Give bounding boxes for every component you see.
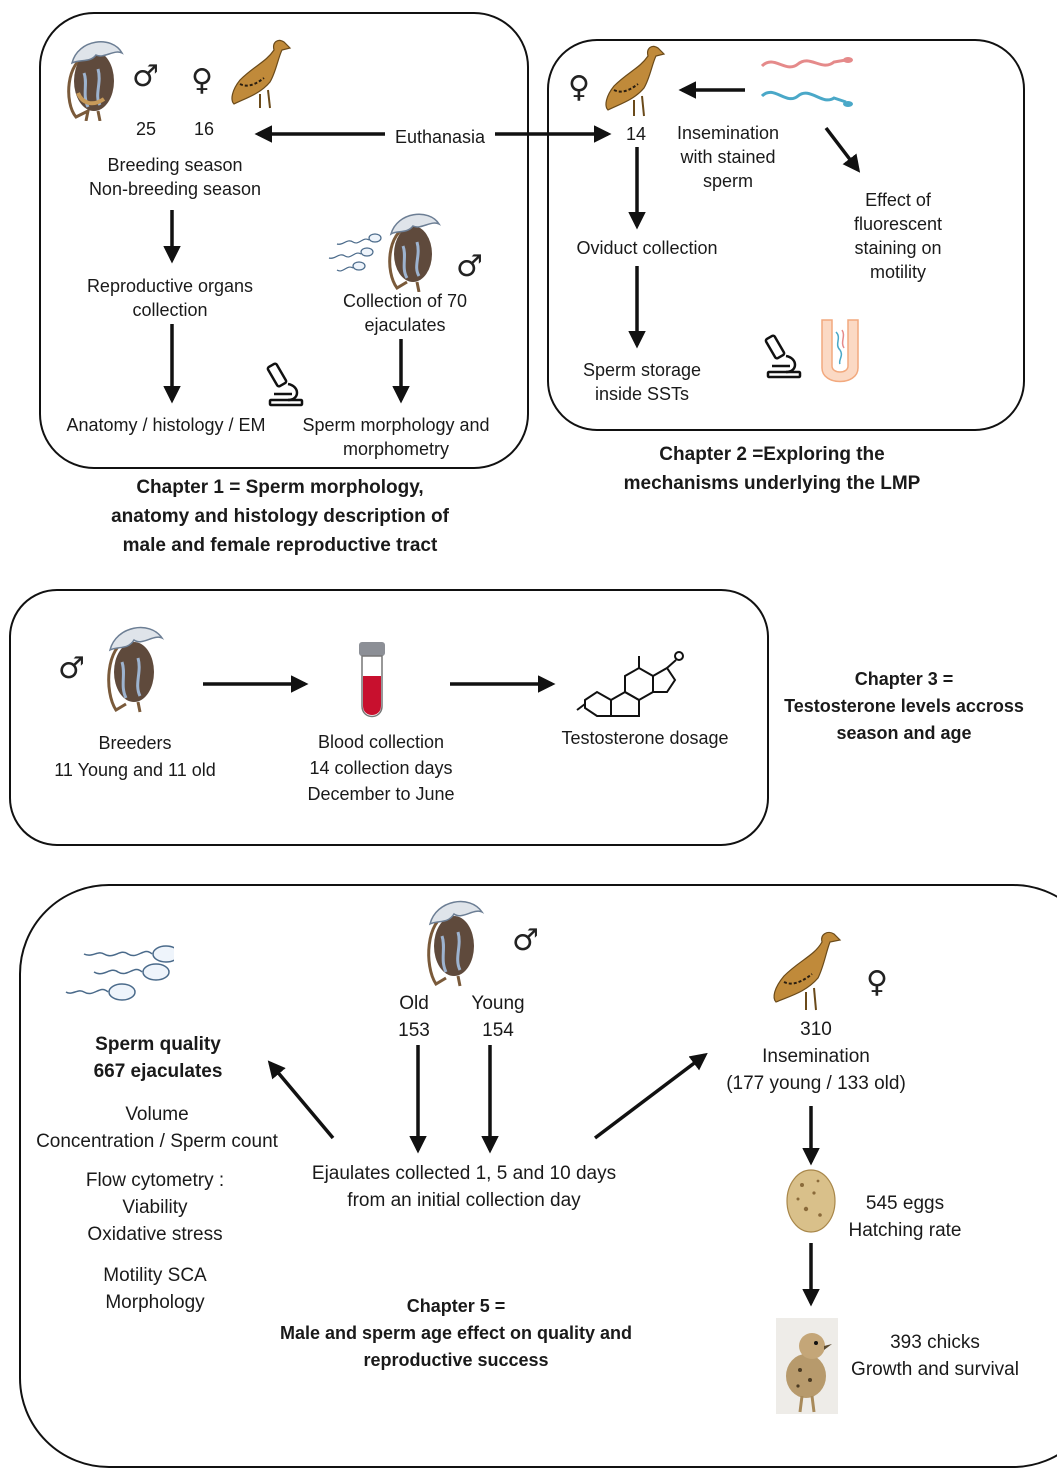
blood-line3: December to June xyxy=(307,784,455,804)
old-count: 153 xyxy=(398,1020,430,1041)
chick-icon xyxy=(776,1318,838,1414)
male-symbol: ♂ xyxy=(132,59,159,94)
chapter5-title-line3: reproductive success xyxy=(363,1350,549,1370)
effect-line4: motility xyxy=(869,262,926,282)
young-count: 154 xyxy=(482,1020,514,1041)
insem5-line1: 310 xyxy=(800,1019,832,1040)
anatomy-label: Anatomy / histology / EM xyxy=(66,415,266,435)
female-symbol: ♀ xyxy=(191,63,213,98)
sperm-morph-line2: morphometry xyxy=(342,439,450,459)
testosterone-label: Testosterone dosage xyxy=(561,728,729,748)
chapter1-title-line1: Chapter 1 = Sperm morphology, xyxy=(136,477,424,498)
sperm-icon xyxy=(65,945,174,1001)
male-count: 25 xyxy=(135,119,157,139)
chapter2-title-line1: Chapter 2 =Exploring the xyxy=(659,444,885,465)
non-breeding-season: Non-breeding season xyxy=(88,179,262,199)
houbara-male-icon xyxy=(388,213,442,292)
eggs-line2: Hatching rate xyxy=(848,1220,962,1241)
flow-line2: Viability xyxy=(122,1197,188,1218)
quality-line2: 667 ejaculates xyxy=(93,1061,223,1082)
oviduct-icon xyxy=(821,319,859,383)
sperm-stained-icon xyxy=(760,57,853,107)
houbara-male-icon xyxy=(107,626,165,713)
insemination-line3: sperm xyxy=(702,171,753,191)
insem5-line2: Insemination xyxy=(762,1046,870,1067)
chapter3-box xyxy=(9,589,769,846)
chapter3-title-line3: season and age xyxy=(836,723,972,743)
female-symbol: ♀ xyxy=(568,70,590,105)
male-symbol: ♂ xyxy=(512,923,539,958)
sperm-morph-line1: Sperm morphology and xyxy=(302,415,490,435)
flow-line3: Oxidative stress xyxy=(87,1224,223,1245)
motility-line1: Motility SCA xyxy=(103,1265,207,1286)
sperm-icon xyxy=(328,233,382,272)
storage-line1: Sperm storage xyxy=(582,360,702,380)
effect-line1: Effect of xyxy=(865,190,931,210)
houbara-female-icon xyxy=(605,45,666,117)
old-label: Old xyxy=(399,993,429,1014)
chapter5-title-line1: Chapter 5 = xyxy=(406,1296,506,1316)
chapter5-title-line2: Male and sperm age effect on quality and xyxy=(279,1323,633,1343)
chapter1-title-line2: anatomy and histology description of xyxy=(111,506,449,527)
chicks-line1: 393 chicks xyxy=(890,1332,980,1353)
flow-line1: Flow cytometry : xyxy=(85,1170,225,1191)
arrow-to-insemination xyxy=(593,1052,708,1140)
insemination-line1: Insemination xyxy=(676,123,780,143)
male-symbol: ♂ xyxy=(58,651,85,686)
eggs-line1: 545 eggs xyxy=(865,1193,945,1214)
storage-line2: inside SSTs xyxy=(594,384,690,404)
chapter3-title-line1: Chapter 3 = xyxy=(854,669,954,689)
ejaculates-line2: ejaculates xyxy=(364,315,446,335)
steroid-molecule-icon xyxy=(576,651,684,717)
insemination-line2: with stained xyxy=(680,147,776,167)
arrows-layer xyxy=(163,81,861,1307)
oviduct-label: Oviduct collection xyxy=(576,238,718,258)
insem5-line3: (177 young / 133 old) xyxy=(726,1073,906,1094)
arrow-sperm-to-effect xyxy=(824,126,861,173)
blood-tube-icon xyxy=(359,642,385,718)
blood-line1: Blood collection xyxy=(317,732,445,752)
houbara-male-icon xyxy=(427,900,485,987)
organs-line1: Reproductive organs xyxy=(86,276,254,296)
ejaculates5-line2: from an initial collection day xyxy=(347,1190,581,1211)
young-label: Young xyxy=(471,993,525,1014)
houbara-female-icon xyxy=(231,39,292,109)
volume-line1: Volume xyxy=(125,1104,189,1125)
microscope-icon xyxy=(764,334,802,379)
male-symbol: ♂ xyxy=(456,249,483,284)
female-count-ch2: 14 xyxy=(625,124,647,144)
volume-line2: Concentration / Sperm count xyxy=(36,1131,278,1152)
effect-line2: fluorescent xyxy=(853,214,943,234)
microscope-icon xyxy=(266,362,304,407)
female-symbol: ♀ xyxy=(866,965,888,1000)
chapter3-title-line2: Testosterone levels accross xyxy=(784,696,1024,716)
breeders-line1: Breeders xyxy=(98,733,172,753)
houbara-female-icon xyxy=(773,931,842,1011)
motility-line2: Morphology xyxy=(105,1292,205,1313)
organs-line2: collection xyxy=(132,300,208,320)
effect-line3: staining on xyxy=(854,238,942,258)
ejaculates-line1: Collection of 70 xyxy=(342,291,468,311)
breeders-line2: 11 Young and 11 old xyxy=(54,760,216,780)
chapter1-title-line3: male and female reproductive tract xyxy=(122,535,438,556)
blood-line2: 14 collection days xyxy=(309,758,453,778)
ejaculates5-line1: Ejaulates collected 1, 5 and 10 days xyxy=(311,1163,617,1184)
chapter2-box xyxy=(547,39,1025,431)
egg-icon xyxy=(786,1169,836,1233)
euthanasia-label: Euthanasia xyxy=(394,127,486,147)
arrow-to-quality xyxy=(267,1060,335,1140)
chapter2-title-line2: mechanisms underlying the LMP xyxy=(623,473,921,494)
breeding-season: Breeding season xyxy=(107,155,243,175)
female-count: 16 xyxy=(193,119,215,139)
chicks-line2: Growth and survival xyxy=(851,1359,1019,1380)
houbara-male-icon xyxy=(67,41,124,121)
chapter1-box xyxy=(39,12,529,469)
quality-line1: Sperm quality xyxy=(95,1034,221,1055)
